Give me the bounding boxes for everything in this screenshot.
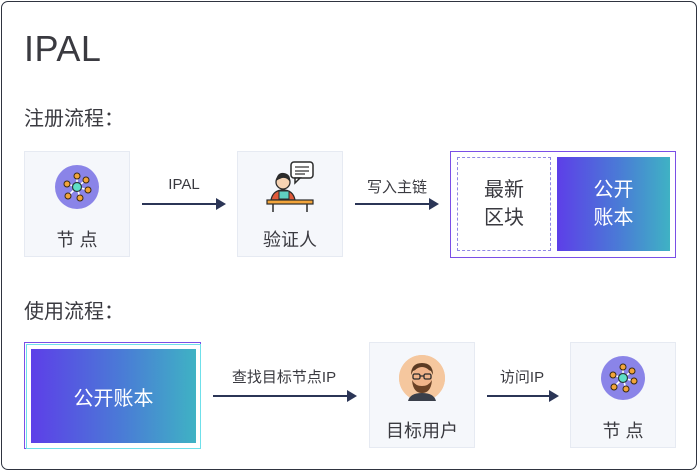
- latest-block-label: 最新 区块: [457, 157, 551, 251]
- register-arrow2-label: 写入主链: [366, 179, 427, 196]
- register-ledger-group: [450, 151, 676, 258]
- public-ledger-line2: 账本: [593, 207, 634, 229]
- person-at-desk-icon: [265, 160, 317, 212]
- latest-block-line2: 区块: [484, 207, 524, 229]
- network-node-icon: [55, 165, 99, 209]
- usage-node-box: 节 点: [570, 342, 676, 448]
- target-user-label: 目标用户: [386, 421, 458, 441]
- target-user-box: 目标用户: [369, 342, 475, 448]
- usage-node-label: 节 点: [602, 421, 644, 441]
- register-arrow1: [142, 198, 226, 210]
- public-ledger-line1: 公开: [593, 179, 634, 201]
- network-node-icon: [601, 356, 645, 400]
- latest-block-line1: 最新: [484, 179, 524, 201]
- latest-block-box: [457, 157, 551, 251]
- usage-heading: 使用流程：: [24, 301, 124, 323]
- usage-ledger-cyan-border: [26, 344, 201, 449]
- usage-arrow1-label: 查找目标节点IP: [231, 369, 337, 386]
- register-arrow2: [355, 198, 439, 210]
- public-ledger-block: 公开 账本: [557, 157, 670, 251]
- register-node-label: 节 点: [56, 230, 98, 250]
- register-node-box: 节 点: [24, 151, 130, 257]
- register-heading: 注册流程：: [24, 108, 124, 130]
- usage-arrow2: [487, 390, 559, 402]
- bearded-user-avatar-icon: [399, 355, 445, 401]
- usage-arrow2-label: 访问IP: [499, 369, 545, 386]
- usage-arrow1: [213, 390, 357, 402]
- verifier-box: 验证人: [237, 151, 343, 257]
- diagram-title: IPAL: [24, 28, 102, 69]
- usage-public-ledger: 公开账本: [31, 349, 196, 443]
- verifier-label: 验证人: [263, 230, 317, 250]
- register-arrow1-label: IPAL: [168, 176, 200, 193]
